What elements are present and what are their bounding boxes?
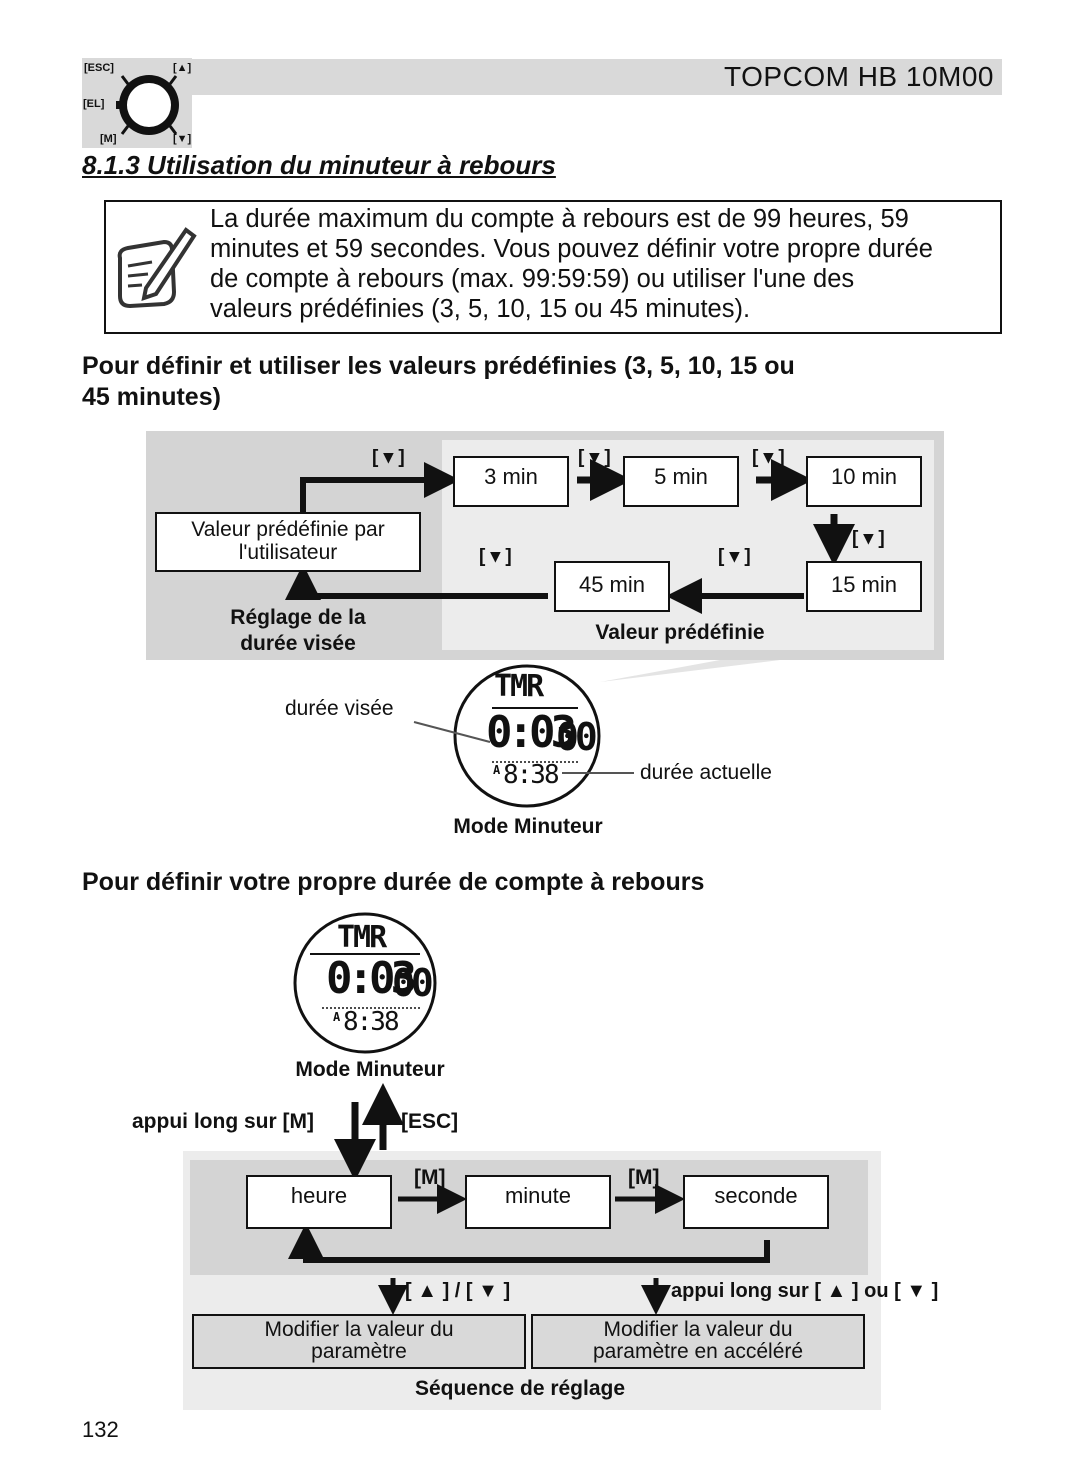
long-press-updown-label: appui long sur [ ▲ ] ou [ ▼ ] [671,1280,939,1302]
user-value-line2: l'utilisateur [238,541,338,564]
preset-45min-box: 45 min [554,561,670,612]
note-line: minutes et 59 secondes. Vous pouvez défi… [210,235,933,263]
preset-value-caption: Valeur prédéfinie [595,621,765,644]
custom-heading: Pour définir votre propre durée de compt… [82,868,705,896]
preset-5min-box: 5 min [623,456,739,507]
preset-10min-box: 10 min [806,456,922,507]
brand-title: TOPCOM HB 10M00 [724,61,994,92]
watch-mode-text: TMR [494,669,544,704]
note-line: La durée maximum du compte à rebours est… [210,205,909,233]
down-key-label: [ ▾ ] [578,447,611,468]
long-press-m-label: appui long sur [M] [132,1110,314,1133]
modify-value-line1: Modifier la valeur du [264,1318,454,1341]
modify-value-line2: paramètre [311,1340,407,1363]
current-duration-label: durée actuelle [640,761,772,784]
watch-time: 0:03 [326,953,417,1004]
field-minute-box: minute [465,1175,611,1229]
down-key-label: [ ▾ ] [479,546,512,567]
note-text: La durée maximum du compte à rebours est… [210,204,1000,324]
watch-time: 0:03 [486,707,577,758]
user-value-line1: Valeur prédéfinie par [191,518,385,541]
down-key-label: [ ▾ ] [372,447,405,468]
watch-display [452,664,602,808]
dial-el-label: [EL] [83,98,105,110]
preset-heading: Pour définir et utiliser les valeurs pré… [82,351,795,413]
down-key-label: [ ▾ ] [852,528,885,549]
dial-icon [82,58,192,148]
preset-15min-box: 15 min [806,561,922,612]
target-duration-caption: Réglage de la durée visée [190,605,406,657]
down-key-label: [ ▾ ] [752,447,785,468]
watch-mode-text: TMR [337,920,387,955]
watch-clock: 8:38 [503,760,560,790]
target-caption-line1: Réglage de la [230,606,366,629]
sequence-caption: Séquence de réglage [414,1377,626,1400]
watch-time-small: 00 [392,961,434,1005]
note-pencil-icon [112,222,198,314]
watch-clock-prefix: A [333,1010,341,1024]
field-hour-box: heure [246,1175,392,1229]
dial-esc-label: [ESC] [84,62,114,74]
preset-heading-line2: 45 minutes) [82,383,221,411]
note-line: de compte à rebours (max. 99:59:59) ou u… [210,265,855,293]
note-box [104,200,1002,334]
up-down-keys-label: [ ▲ ] / [ ▼ ] [405,1280,511,1302]
watch-time-small: 00 [556,715,598,759]
watch-clock-prefix: A [493,763,501,777]
preset-3min-box: 3 min [453,456,569,507]
dial-m-label: [M] [100,133,117,145]
m-key-label: [M] [628,1166,660,1189]
down-key-label: [ ▾ ] [718,546,751,567]
watch-display [292,912,438,1054]
timer-mode-caption: Mode Minuteur [295,1058,445,1081]
modify-fast-box: Modifier la valeur du paramètre en accél… [531,1314,865,1369]
page-number: 132 [82,1417,119,1442]
timer-mode-caption: Mode Minuteur [453,815,603,838]
header-bar [190,59,1002,95]
target-caption-line2: durée visée [240,632,356,655]
target-duration-label: durée visée [285,697,394,720]
note-line: valeurs prédéfinies (3, 5, 10, 15 ou 45 … [210,295,751,323]
m-key-label: [M] [414,1166,446,1189]
modify-fast-line2: paramètre en accéléré [592,1340,804,1363]
preset-heading-line1: Pour définir et utiliser les valeurs pré… [82,352,795,380]
dial-up-label: [▲] [173,62,192,74]
watch-clock: 8:38 [343,1007,400,1037]
section-title: 8.1.3 Utilisation du minuteur à rebours [82,150,556,180]
user-value-box: Valeur prédéfinie par l'utilisateur [155,512,421,572]
modify-value-box: Modifier la valeur du paramètre [192,1314,526,1369]
modify-fast-line1: Modifier la valeur du [603,1318,793,1341]
dial-down-label: [▼] [173,133,192,145]
field-second-box: seconde [683,1175,829,1229]
esc-key-label: [ESC] [401,1110,459,1133]
